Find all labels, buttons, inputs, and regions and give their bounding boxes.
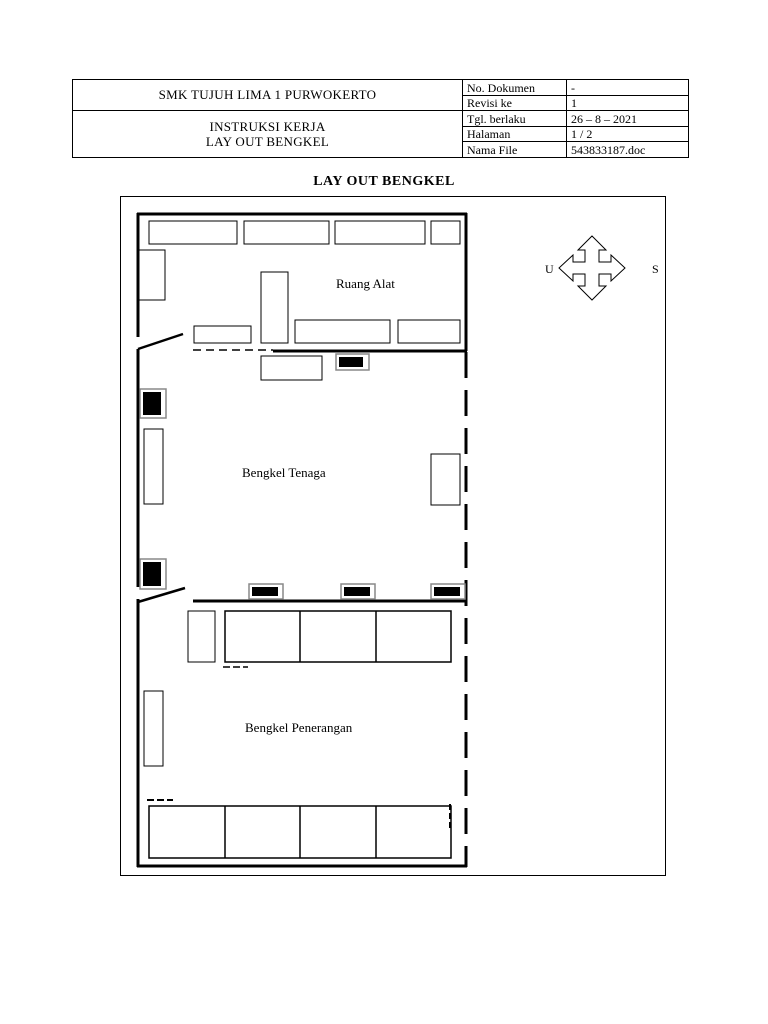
workbench-tenaga-right bbox=[430, 453, 461, 506]
tool-rack bbox=[260, 271, 289, 344]
document-header-table: SMK TUJUH LIMA 1 PURWOKERTO No. Dokumen … bbox=[72, 79, 689, 158]
page-title: LAY OUT BENGKEL bbox=[313, 174, 455, 189]
machine-units bbox=[139, 353, 466, 600]
floor-plan-frame: Ruang Alat Bengkel Tenaga Bengkel Penera… bbox=[120, 196, 666, 876]
field-label-nama-file: Nama File bbox=[462, 141, 567, 158]
machine-1 bbox=[339, 357, 363, 367]
field-label-no-dokumen: No. Dokumen bbox=[462, 79, 567, 96]
field-value-halaman: 1 / 2 bbox=[566, 126, 689, 142]
room-label-ruang-alat: Ruang Alat bbox=[336, 276, 395, 291]
door-bengkel-tenaga bbox=[137, 586, 186, 604]
practice-booths-upper bbox=[224, 610, 452, 663]
cabinet-penerangan-left bbox=[187, 610, 216, 663]
cabinet-top-3 bbox=[334, 220, 426, 245]
machine-2 bbox=[143, 392, 161, 415]
compass-label-u: U bbox=[545, 262, 554, 276]
field-value-tgl-berlaku: 26 – 8 – 2021 bbox=[566, 110, 689, 127]
cabinet-top-4 bbox=[430, 220, 461, 245]
machine-4 bbox=[252, 587, 278, 596]
field-value-no-dokumen: - bbox=[566, 79, 689, 96]
door-ruang-alat bbox=[137, 332, 184, 351]
tool-table-1 bbox=[193, 325, 252, 344]
school-name: SMK TUJUH LIMA 1 PURWOKERTO bbox=[72, 79, 463, 111]
floor-plan: Ruang Alat Bengkel Tenaga Bengkel Penera… bbox=[136, 212, 659, 868]
tool-table-2 bbox=[294, 319, 391, 344]
field-value-revisi: 1 bbox=[566, 95, 689, 111]
instruction-title: INSTRUKSI KERJA LAY OUT BENGKEL bbox=[72, 110, 463, 158]
cabinet-top-1 bbox=[148, 220, 238, 245]
machine-6 bbox=[434, 587, 460, 596]
machine-3 bbox=[143, 562, 161, 586]
room-label-bengkel-penerangan: Bengkel Penerangan bbox=[245, 720, 353, 735]
room-label-bengkel-tenaga: Bengkel Tenaga bbox=[242, 465, 326, 480]
workbench-tenaga-left bbox=[143, 428, 164, 505]
workbench-tenaga-1 bbox=[260, 355, 323, 381]
machine-5 bbox=[344, 587, 370, 596]
field-label-halaman: Halaman bbox=[462, 126, 567, 142]
compass-label-s: S bbox=[652, 262, 659, 276]
field-label-tgl-berlaku: Tgl. berlaku bbox=[462, 110, 567, 127]
tool-table-3 bbox=[397, 319, 461, 344]
cabinet-left bbox=[137, 249, 166, 301]
compass-arrows-icon bbox=[558, 235, 626, 301]
workbench-penerangan-left bbox=[143, 690, 164, 767]
field-label-revisi: Revisi ke bbox=[462, 95, 567, 111]
field-value-nama-file: 543833187.doc bbox=[566, 141, 689, 158]
instruction-line-2: LAY OUT BENGKEL bbox=[205, 134, 330, 149]
instruction-line-1: INSTRUKSI KERJA bbox=[209, 119, 326, 134]
cabinet-top-2 bbox=[243, 220, 330, 245]
